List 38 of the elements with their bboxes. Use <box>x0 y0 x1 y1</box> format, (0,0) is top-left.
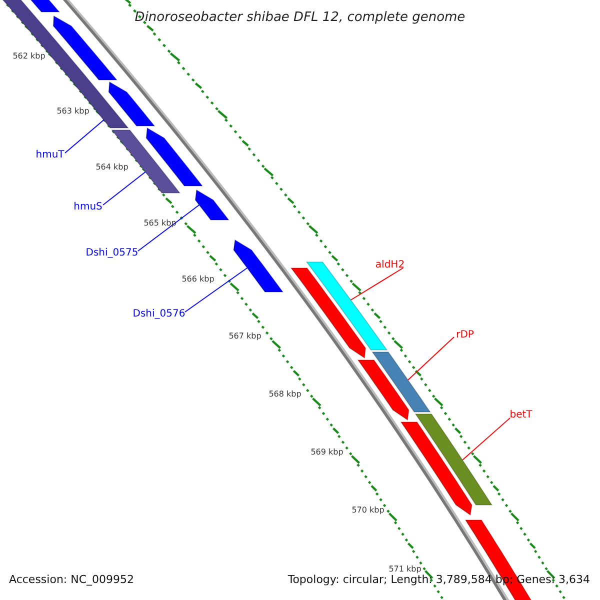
scale-label: 571 kbp <box>388 566 422 574</box>
scale-label: 566 kbp <box>182 276 214 284</box>
gene-block <box>400 422 472 516</box>
gene-label: rDP <box>456 330 474 340</box>
info-text: Accession: NC_009952 <box>9 574 134 586</box>
scale-label: 563 kbp <box>56 108 90 116</box>
gene-block <box>372 352 431 412</box>
gene-block <box>414 414 493 506</box>
leader-line <box>184 268 248 312</box>
gene-label: hmuT <box>36 150 64 160</box>
scale-label: 570 kbp <box>352 506 384 516</box>
leader-line <box>102 172 146 206</box>
scale-label: 567 kbp <box>228 332 262 342</box>
scale-label: 569 kbp <box>310 448 344 458</box>
gene-block <box>52 15 118 80</box>
gene-block <box>233 239 284 292</box>
gene-label: Dshi_0575 <box>86 248 138 258</box>
leader-line <box>138 204 200 252</box>
gene-label: betT <box>510 410 532 420</box>
scale-label: 564 kbp <box>96 164 128 172</box>
leader-line <box>350 268 404 300</box>
scale-label: 568 kbp <box>268 390 302 400</box>
gene-block <box>358 360 410 421</box>
leader-line <box>408 336 454 380</box>
gene-block <box>110 130 181 194</box>
gene-label: hmuS <box>74 202 102 212</box>
gene-block <box>0 0 130 128</box>
title: Dinoroseobacter shibae DFL 12, complete genome <box>134 10 466 26</box>
scale-label: 562 kbp <box>12 52 46 62</box>
gene-label: Dshi_0576 <box>132 308 186 320</box>
gene-label: aldH2 <box>375 260 405 270</box>
scale-label: 565 kbp <box>144 220 176 228</box>
gene-block <box>108 81 156 126</box>
leader-line <box>64 120 104 154</box>
gene-block <box>146 127 204 186</box>
leader-line <box>462 418 510 460</box>
gene-block <box>290 268 366 359</box>
gene-block <box>194 189 230 220</box>
